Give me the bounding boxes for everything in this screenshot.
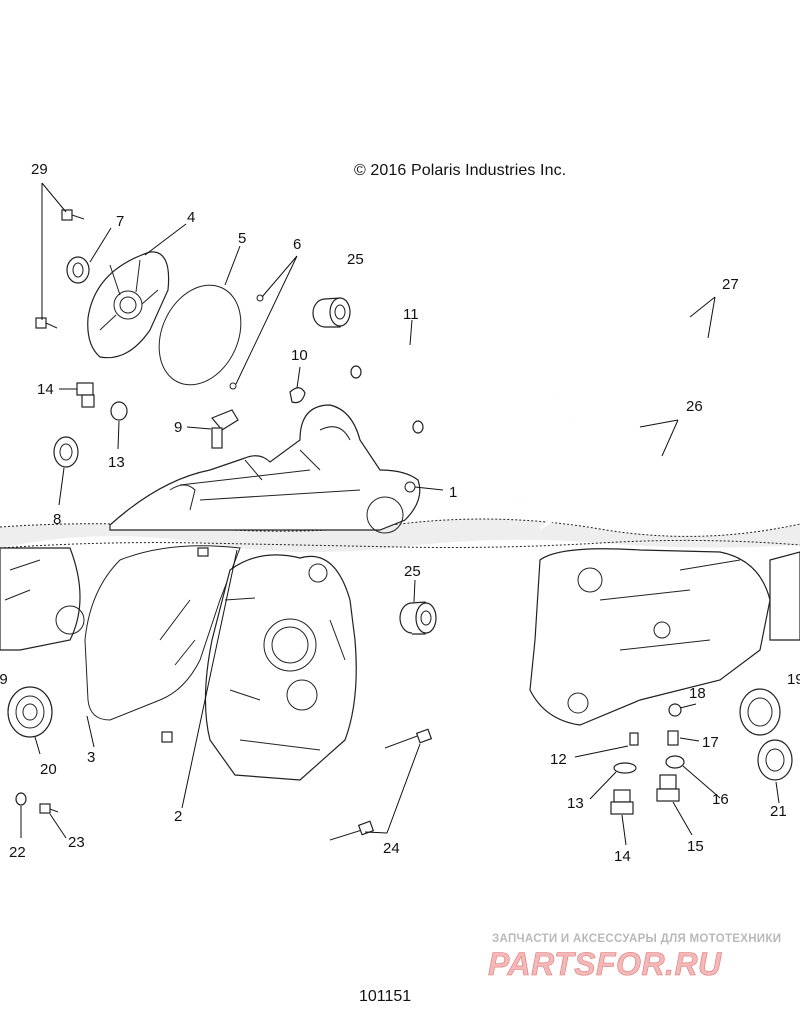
crankcase-upper (109, 404, 421, 534)
washer-13-lower (613, 762, 637, 774)
washer-22 (15, 792, 27, 806)
callout-20: 20 (40, 761, 57, 778)
dowel-pin-a (197, 547, 209, 557)
breather-hose (350, 344, 468, 434)
studs-26 (519, 423, 663, 530)
screw-29a (61, 209, 85, 221)
oil-seal-lower (53, 436, 79, 468)
bearing-right-upper (739, 688, 781, 736)
callout-13-lower: 13 (567, 795, 584, 812)
watermark-logo-text: PARTSFOR.RU (488, 946, 722, 982)
callout-14-upper: 14 (37, 381, 54, 398)
leader-lines (20, 182, 780, 846)
callout-29: 29 (31, 161, 48, 178)
crankcase-half (204, 554, 357, 781)
bolt-24a (384, 728, 433, 749)
bolt-23 (39, 803, 59, 814)
callout-13-upper: 13 (108, 454, 125, 471)
callout-5: 5 (238, 230, 246, 247)
callout-25-lower: 25 (404, 563, 421, 580)
callout-24: 24 (383, 840, 400, 857)
bearing-right-lower (757, 739, 793, 781)
callout-2: 2 (174, 808, 182, 825)
callout-26: 26 (686, 398, 703, 415)
callout-17: 17 (702, 734, 719, 751)
callout-12: 12 (550, 751, 567, 768)
copyright-notice: © 2016 Polaris Industries Inc. (354, 162, 567, 179)
cover-plate (87, 251, 170, 359)
callout-11: 11 (403, 306, 419, 323)
oil-seal-upper (66, 256, 90, 284)
washer-16 (665, 755, 685, 769)
bolt-24b (329, 820, 375, 841)
drain-plug-15 (656, 774, 680, 802)
callout-25-upper: 25 (347, 251, 364, 268)
callout-labels: 29 7 4 5 6 25 27 11 10 14 9 13 26 1 8 25… (0, 161, 800, 865)
callout-27: 27 (722, 276, 739, 293)
callout-9: 9 (174, 419, 182, 436)
plug-18 (668, 703, 682, 717)
callout-14-lower: 14 (614, 848, 631, 865)
callout-3: 3 (87, 749, 95, 766)
bearing-left (7, 686, 53, 738)
dowel-12 (629, 732, 639, 746)
bushing-lower (399, 601, 437, 635)
callout-23: 23 (68, 834, 85, 851)
bushing-upper (312, 297, 351, 328)
callout-8: 8 (53, 511, 61, 528)
small-o-ring-b (229, 382, 237, 390)
callout-10: 10 (291, 347, 308, 364)
callout-6: 6 (293, 236, 301, 253)
callout-18: 18 (689, 685, 706, 702)
callout-21: 21 (770, 803, 787, 820)
o-ring (158, 284, 242, 386)
hose-clamp (289, 387, 306, 404)
washer-upper (110, 401, 128, 421)
callout-19-right: 19 (787, 671, 800, 688)
watermark-caption: ЗАПЧАСТИ И АКСЕССУАРЫ ДЛЯ МОТОТЕХНИКИ (492, 933, 782, 945)
screw-29b (35, 317, 58, 329)
callout-1: 1 (449, 484, 457, 501)
breather-fitting (211, 409, 239, 449)
studs-27 (554, 313, 711, 420)
drain-plug-upper (76, 382, 95, 408)
spring-17 (667, 730, 679, 746)
callout-15: 15 (687, 838, 704, 855)
watermark-logo: PARTSFOR.RU (488, 946, 722, 982)
callout-16: 16 (712, 791, 729, 808)
callout-19-left: 19 (0, 671, 8, 688)
figure-number: 101151 (359, 988, 412, 1005)
crankcase-left-fragment (0, 547, 85, 651)
drain-plug-14-lower (610, 789, 634, 815)
callout-22: 22 (9, 844, 26, 861)
crankcase-right (529, 548, 800, 726)
callout-7: 7 (116, 213, 124, 230)
callout-4: 4 (187, 209, 195, 226)
gasket (84, 545, 241, 721)
small-o-ring-a (256, 294, 264, 302)
dowel-pin-b (161, 731, 173, 743)
